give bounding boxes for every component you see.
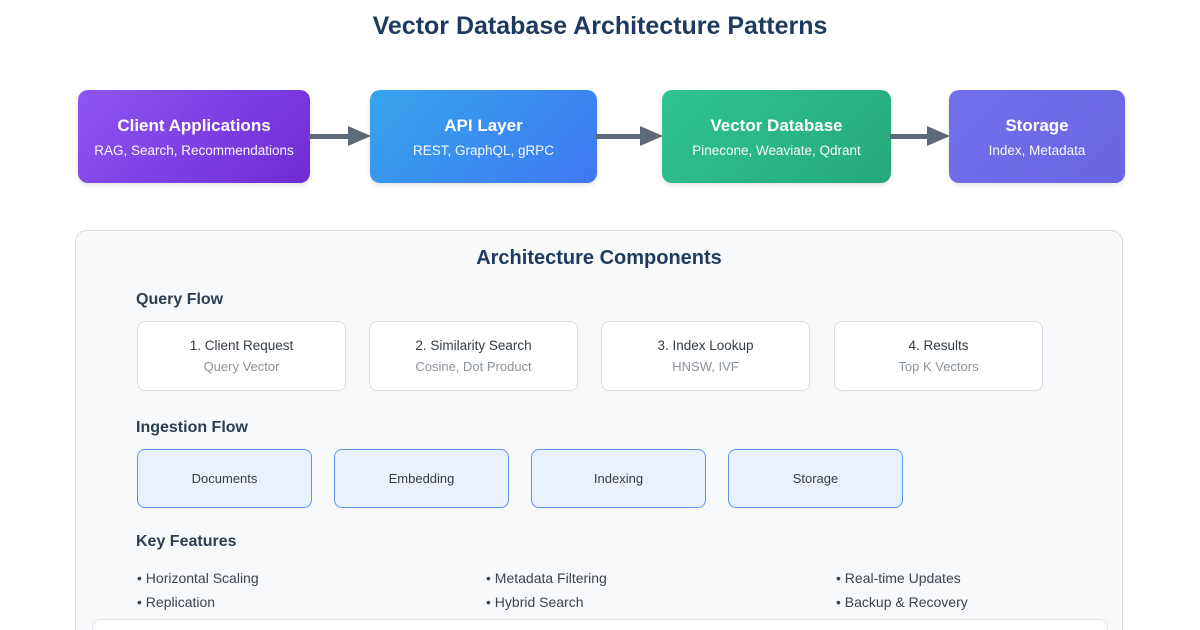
- feature-item: • Metadata Filtering: [486, 570, 607, 586]
- flow-node-subtitle: Index, Metadata: [988, 142, 1086, 158]
- feature-item: • Real-time Updates: [836, 570, 961, 586]
- flow-node-api-layer: API Layer REST, GraphQL, gRPC: [370, 90, 597, 183]
- arrow-head: [640, 126, 663, 146]
- query-step-card: 2. Similarity Search Cosine, Dot Product: [369, 321, 578, 391]
- flow-arrow-icon: [596, 126, 663, 146]
- ingestion-flow-heading: Ingestion Flow: [136, 419, 248, 436]
- flow-node-storage: Storage Index, Metadata: [949, 90, 1125, 183]
- feature-item: • Backup & Recovery: [836, 594, 968, 610]
- flow-node-subtitle: RAG, Search, Recommendations: [94, 142, 294, 158]
- arrow-head: [927, 126, 950, 146]
- flow-node-title: API Layer: [444, 115, 523, 135]
- architecture-components-panel: Architecture Components Query Flow 1. Cl…: [75, 230, 1123, 630]
- feature-item: • Replication: [137, 594, 216, 610]
- flow-node-subtitle: REST, GraphQL, gRPC: [412, 142, 555, 158]
- clipped-section-card: [92, 619, 1108, 630]
- ingestion-step-card: Documents: [137, 449, 312, 508]
- ingestion-step-card: Indexing: [531, 449, 706, 508]
- query-step-subtitle: Query Vector: [203, 359, 280, 374]
- arrow-line: [309, 133, 348, 139]
- arrow-line: [890, 133, 927, 139]
- query-step-card: 3. Index Lookup HNSW, IVF: [601, 321, 810, 391]
- arrow-line: [596, 133, 640, 139]
- flow-arrow-icon: [890, 126, 950, 146]
- flow-node-title: Vector Database: [710, 115, 843, 135]
- feature-item: • Horizontal Scaling: [137, 570, 259, 586]
- ingestion-step-card: Storage: [728, 449, 903, 508]
- query-step-card: 4. Results Top K Vectors: [834, 321, 1043, 391]
- query-step-title: 3. Index Lookup: [657, 338, 754, 353]
- query-step-subtitle: Top K Vectors: [898, 359, 979, 374]
- page-title: Vector Database Architecture Patterns: [372, 12, 828, 40]
- query-step-subtitle: HNSW, IVF: [672, 359, 739, 374]
- flow-node-title: Client Applications: [117, 115, 271, 135]
- flow-node-subtitle: Pinecone, Weaviate, Qdrant: [692, 142, 861, 158]
- query-step-subtitle: Cosine, Dot Product: [415, 359, 532, 374]
- flow-node-client-applications: Client Applications RAG, Search, Recomme…: [78, 90, 310, 183]
- query-step-title: 1. Client Request: [189, 338, 294, 353]
- query-step-title: 2. Similarity Search: [415, 338, 532, 353]
- flow-node-vector-database: Vector Database Pinecone, Weaviate, Qdra…: [662, 90, 891, 183]
- query-flow-heading: Query Flow: [136, 291, 224, 308]
- query-step-card: 1. Client Request Query Vector: [137, 321, 346, 391]
- flow-node-title: Storage: [1005, 115, 1069, 135]
- ingestion-step-card: Embedding: [334, 449, 509, 508]
- arrow-head: [348, 126, 371, 146]
- flow-arrow-icon: [309, 126, 371, 146]
- key-features-heading: Key Features: [136, 533, 237, 550]
- feature-item: • Hybrid Search: [486, 594, 584, 610]
- panel-title: Architecture Components: [476, 247, 722, 269]
- query-step-title: 4. Results: [908, 338, 969, 353]
